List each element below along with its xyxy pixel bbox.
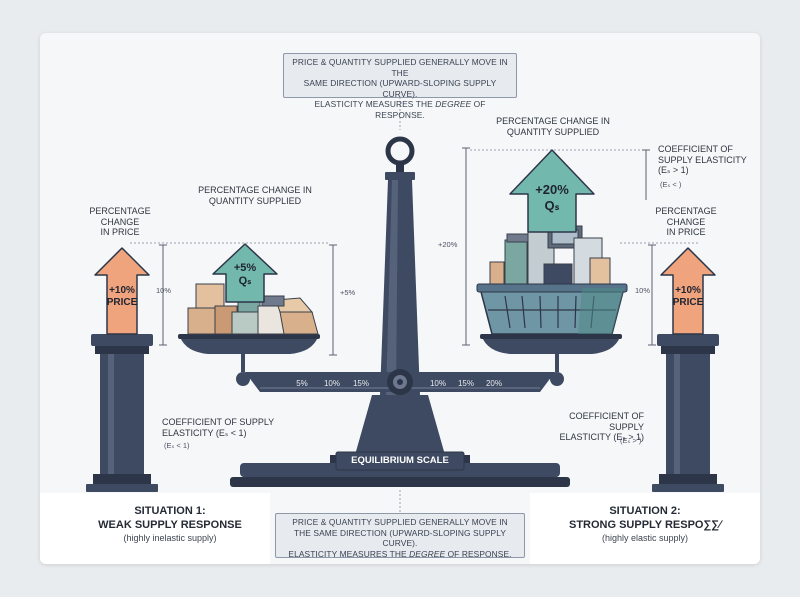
right-coef-note: (Eₛ > ) xyxy=(620,436,642,445)
bottom-right-panel xyxy=(530,493,760,564)
left-coef-note: (Eₛ < 1) xyxy=(164,441,190,450)
left-qty-arrow xyxy=(212,243,278,303)
right-price-arrow-text: +10% PRICE xyxy=(672,285,704,308)
right-coef-label: COEFFICIENT OF SUPPLY ELASTICITY (Eₛ > 1… xyxy=(559,411,644,442)
left-dim-price: 10% xyxy=(156,286,172,295)
beam-tick-label: 10% xyxy=(324,379,340,388)
base-label-plate xyxy=(335,451,465,471)
guide-lines xyxy=(130,97,700,515)
beam-tick-label: 10% xyxy=(430,379,446,388)
right-coef-note-top: (Eₛ < ) xyxy=(660,180,682,189)
bottom-callout: PRICE & QUANTITY SUPPLIED GENERALLY MOVE… xyxy=(275,513,525,559)
right-pct-price-label: PERCENTAGE CHANGE IN PRICE xyxy=(655,206,717,237)
right-price-arrow xyxy=(660,247,716,335)
left-price-arrow xyxy=(94,247,150,335)
right-qty-label: PERCENTAGE CHANGE IN QUANTITY SUPPLIED xyxy=(496,116,610,137)
beam-ticks: 5% 10% 15% 10% 15% 20% xyxy=(296,379,502,388)
right-qty-arrow xyxy=(509,149,595,233)
beam-tick-label: 15% xyxy=(458,379,474,388)
right-qty-arrow-text: +20% Qₛ xyxy=(535,182,569,213)
left-price-arrow-text: +10% PRICE xyxy=(106,285,138,308)
left-qty-label: PERCENTAGE CHANGE IN QUANTITY SUPPLIED xyxy=(198,185,312,206)
right-price-dimension xyxy=(648,244,656,346)
top-callout: PRICE & QUANTITY SUPPLIED GENERALLY MOVE… xyxy=(283,53,517,120)
scale-pivot xyxy=(387,369,413,395)
left-coef-label: COEFFICIENT OF SUPPLY ELASTICITY (Eₛ < 1… xyxy=(162,417,275,438)
situation-2-subtitle: (highly elastic supply) xyxy=(601,533,689,543)
right-pillar xyxy=(652,334,724,492)
right-dim-price: 10% xyxy=(635,286,651,295)
right-coef-label-top: COEFFICIENT OF SUPPLY ELASTICITY (Eₛ > 1… xyxy=(658,144,747,175)
right-coef-bracket xyxy=(642,149,650,200)
beam-tick-label: 20% xyxy=(486,379,502,388)
situation-1-title: SITUATION 1: WEAK SUPPLY RESPONSE xyxy=(98,505,242,531)
left-qty-arrow-text: +5% Qₛ xyxy=(233,262,257,287)
left-dim-qty: +5% xyxy=(340,288,356,297)
right-goods xyxy=(489,225,611,289)
bottom-left-panel xyxy=(40,493,270,564)
right-dim-qty: +20% xyxy=(438,240,458,249)
equilibrium-scale-label: EQUILIBRIUM SCALE xyxy=(351,455,449,466)
left-qty-dimension xyxy=(329,244,337,356)
beam-tick-label: 15% xyxy=(353,379,369,388)
left-goods xyxy=(187,283,319,335)
basket xyxy=(476,283,628,335)
situation-1-subtitle: (highly inelastic supply) xyxy=(123,533,217,543)
right-qty-dimension xyxy=(462,147,470,346)
left-pillar xyxy=(86,334,158,492)
situation-2-title: SITUATION 2: STRONG SUPPLY RESPO∑∑∕ xyxy=(568,505,721,531)
left-pct-price-label: PERCENTAGE CHANGE IN PRICE xyxy=(89,206,151,237)
left-price-dimension xyxy=(159,244,167,346)
right-pan xyxy=(480,334,622,354)
left-pan xyxy=(178,334,320,354)
beam-tick-label: 5% xyxy=(296,379,308,388)
